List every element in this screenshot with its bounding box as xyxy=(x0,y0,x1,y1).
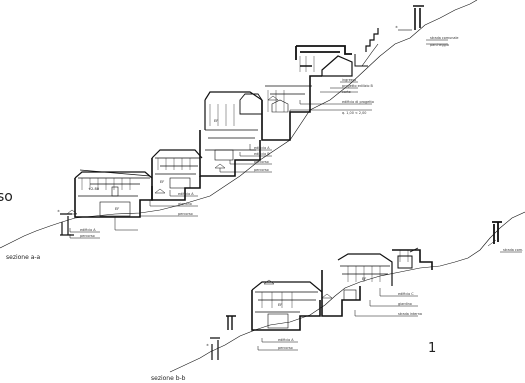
label-a-14: edificio A xyxy=(80,228,96,232)
retaining-wall-left xyxy=(60,213,74,236)
label-b-2: giardino xyxy=(398,302,412,306)
sheet-number: 1 xyxy=(428,341,436,356)
svg-text:±: ± xyxy=(57,209,60,213)
label-a-3: progetto edilizio B xyxy=(342,84,374,88)
label-a-12: giardino xyxy=(178,202,192,206)
label-b-5: percorso xyxy=(278,346,293,350)
terrain-line-a xyxy=(0,0,478,249)
label-a-5: edificio di progetto xyxy=(342,100,374,104)
label-a-4: corte xyxy=(342,90,351,94)
label-a-6: q. 1,00 < 2,00 xyxy=(342,111,366,115)
level-markers-b xyxy=(263,279,333,299)
terrace-b-2: EF xyxy=(321,253,393,317)
terrain-line-b xyxy=(169,211,525,373)
label-b-3: strada interna xyxy=(398,312,422,316)
terrace-1: +2.80 EF xyxy=(74,169,153,218)
cropped-title-fragment: so xyxy=(0,189,13,205)
terrace-4 xyxy=(261,85,312,141)
terrace-3: EF xyxy=(199,91,263,177)
svg-text:EF: EF xyxy=(278,303,282,307)
terrace-b-1: EF xyxy=(251,281,323,331)
label-b-4: edificio A xyxy=(278,338,294,342)
svg-text:EF: EF xyxy=(160,180,164,184)
upper-right-wall-b xyxy=(487,221,502,247)
label-a-1: parcheggio xyxy=(430,43,449,47)
section-a-a: ± +2.80 EF EF xyxy=(0,0,478,249)
terrace-b-3 xyxy=(392,247,433,270)
label-b-1: edificio C xyxy=(398,292,414,296)
leader-lines-a xyxy=(69,39,448,239)
label-a-15: percorso xyxy=(80,234,95,238)
label-b-0: strada com. xyxy=(503,248,523,252)
svg-text:EF: EF xyxy=(115,207,119,211)
svg-text:+2.80: +2.80 xyxy=(88,187,100,191)
terrace-2: EF xyxy=(151,149,203,201)
label-a-9: percorso xyxy=(254,160,269,164)
label-a-7: edificio A xyxy=(254,146,270,150)
svg-text:±: ± xyxy=(395,25,398,29)
svg-text:EF: EF xyxy=(214,119,218,123)
svg-text:EF: EF xyxy=(362,277,366,281)
section-b-labels: strada com. edificio C giardino strada i… xyxy=(278,248,523,350)
label-a-13: percorso xyxy=(178,212,193,216)
lower-wall-b xyxy=(210,337,220,360)
label-a-0: strada comunale xyxy=(430,36,459,40)
label-a-11: edificio A xyxy=(178,192,194,196)
upper-stair-wall: ± xyxy=(361,5,424,67)
section-b-title: sezione b-b xyxy=(151,375,186,382)
section-a-labels: strada comunale parcheggio ingresso prog… xyxy=(80,36,459,238)
label-a-2: ingresso xyxy=(342,78,356,82)
terrace-5 xyxy=(295,45,368,96)
section-a-title: sezione a-a xyxy=(6,254,41,261)
svg-text:±: ± xyxy=(206,343,209,347)
label-a-8: edificio B xyxy=(254,152,270,156)
section-b-b: ± EF EF xyxy=(169,211,525,373)
leader-lines-b xyxy=(257,251,522,351)
label-a-10: percorso xyxy=(254,168,269,172)
